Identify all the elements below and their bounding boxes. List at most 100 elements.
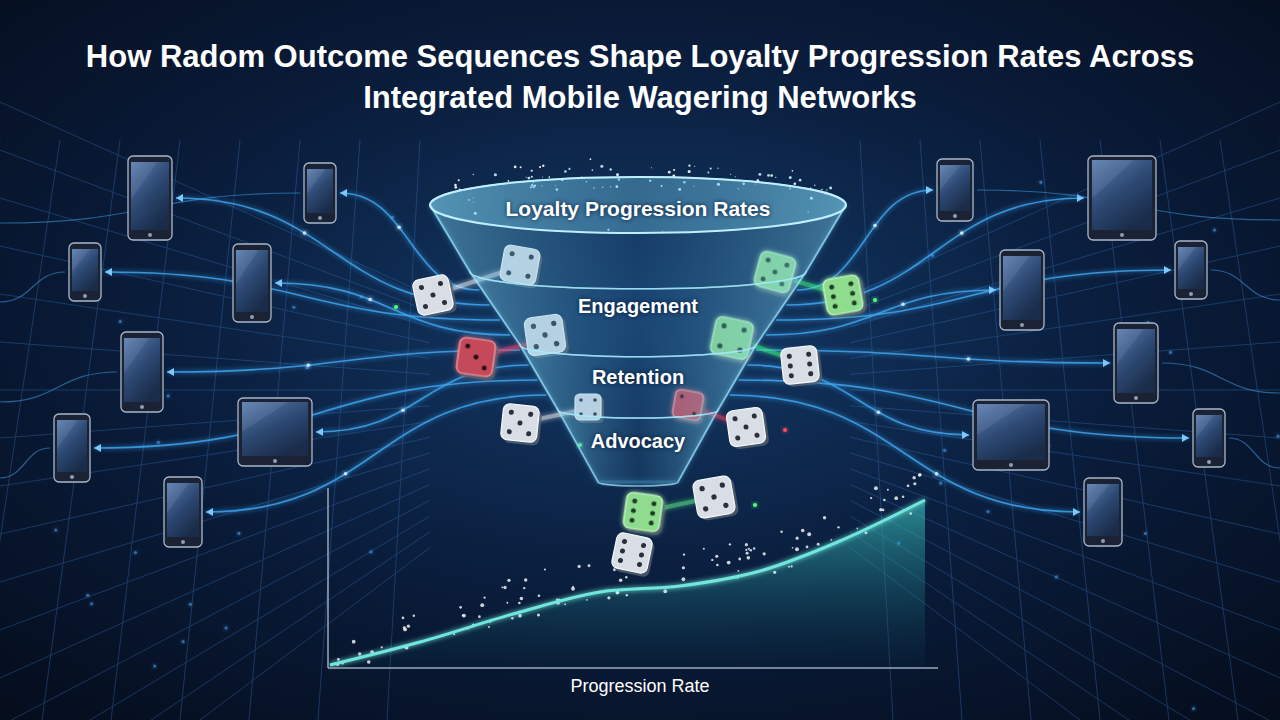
signal-dot (401, 408, 405, 412)
sparkle (770, 174, 773, 177)
data-point (913, 482, 916, 485)
home-button (1120, 233, 1124, 237)
data-point (586, 599, 588, 601)
home-button (70, 475, 74, 479)
funnel-stage: Loyalty Progression Rates (430, 177, 846, 272)
data-point (337, 658, 340, 661)
sparkle (829, 187, 832, 190)
data-point (791, 565, 793, 567)
dice-pip (465, 343, 471, 349)
signal-dot (873, 224, 877, 228)
home-button (140, 405, 144, 409)
grid-line (0, 532, 430, 720)
network-line (275, 283, 510, 335)
dice-icon (780, 345, 823, 388)
dice-pip (743, 424, 749, 430)
sparkle (514, 166, 517, 169)
data-point (830, 539, 832, 541)
dice-pip (620, 548, 626, 554)
screen-glare (1003, 256, 1030, 291)
funnel-band (558, 410, 718, 486)
arrow-head (105, 268, 112, 276)
data-point (745, 543, 748, 546)
phone-icon (304, 163, 336, 223)
dice-pip (831, 294, 837, 300)
device-frame (1114, 323, 1158, 403)
x-axis (328, 667, 938, 669)
data-point (506, 602, 508, 604)
network-line (206, 395, 546, 512)
stage-label: Advocacy (591, 429, 686, 453)
device-screen (124, 338, 160, 402)
grid-line (850, 150, 1280, 311)
grid-dot (986, 510, 989, 513)
signal-dot (935, 472, 939, 476)
data-point (711, 559, 713, 561)
data-point (572, 586, 574, 588)
home-button (1009, 463, 1013, 467)
network-line (730, 395, 1080, 512)
grid (0, 102, 1280, 720)
sparkle (494, 173, 497, 176)
funnel-stage: Engagement (470, 272, 806, 345)
dice-pip (418, 285, 424, 291)
sparkle (549, 177, 550, 178)
device-frame (233, 244, 271, 322)
network-line (766, 290, 996, 335)
home-button (318, 216, 322, 220)
network-line (105, 272, 500, 320)
data-point (381, 646, 383, 648)
dice-face (780, 345, 820, 385)
device-screen (72, 249, 98, 291)
data-point (907, 484, 910, 487)
signal-dot (967, 357, 971, 361)
grid-dot (119, 320, 122, 323)
grid-dot (943, 449, 946, 452)
grid-line (0, 294, 430, 359)
sparkle (616, 173, 619, 176)
data-point (909, 512, 912, 515)
data-point (738, 558, 741, 561)
data-point (507, 579, 510, 582)
dice-face (822, 274, 864, 316)
network-line (1162, 363, 1280, 393)
sparkle (526, 177, 527, 178)
dice-face (412, 274, 455, 317)
phone-icon (121, 332, 163, 412)
dice-icon (500, 403, 543, 446)
tablet-icon (1088, 156, 1156, 240)
data-point (402, 617, 405, 620)
screen-glare (124, 338, 149, 373)
data-point (749, 549, 752, 552)
device-screen (236, 250, 268, 312)
sparkle (473, 174, 475, 176)
arrow-head (989, 286, 996, 294)
grid-dot (369, 550, 372, 553)
arrow-head (1164, 266, 1171, 274)
dice-pip (617, 557, 623, 563)
sparkle (792, 170, 794, 172)
data-point (912, 476, 915, 479)
dice-pip (699, 486, 705, 492)
data-point (837, 526, 839, 528)
data-point (564, 603, 566, 605)
funnel-stage: Retention (520, 345, 756, 410)
grid-line (0, 198, 430, 327)
phone-icon (1000, 250, 1044, 330)
sparkle (814, 185, 816, 187)
sparkle (549, 176, 550, 177)
screen-glare (167, 483, 189, 513)
dice-pip (719, 482, 725, 488)
grid-line (111, 140, 180, 720)
sparkle (564, 170, 567, 173)
sparkle (794, 182, 797, 185)
home-button (1189, 292, 1193, 296)
arrow-head (206, 508, 213, 516)
data-point (524, 578, 527, 581)
dice-pip (473, 354, 479, 360)
dice-pip (481, 365, 487, 371)
dice-pip (423, 304, 429, 310)
device-frame (1175, 241, 1207, 299)
device-frame (128, 156, 172, 240)
